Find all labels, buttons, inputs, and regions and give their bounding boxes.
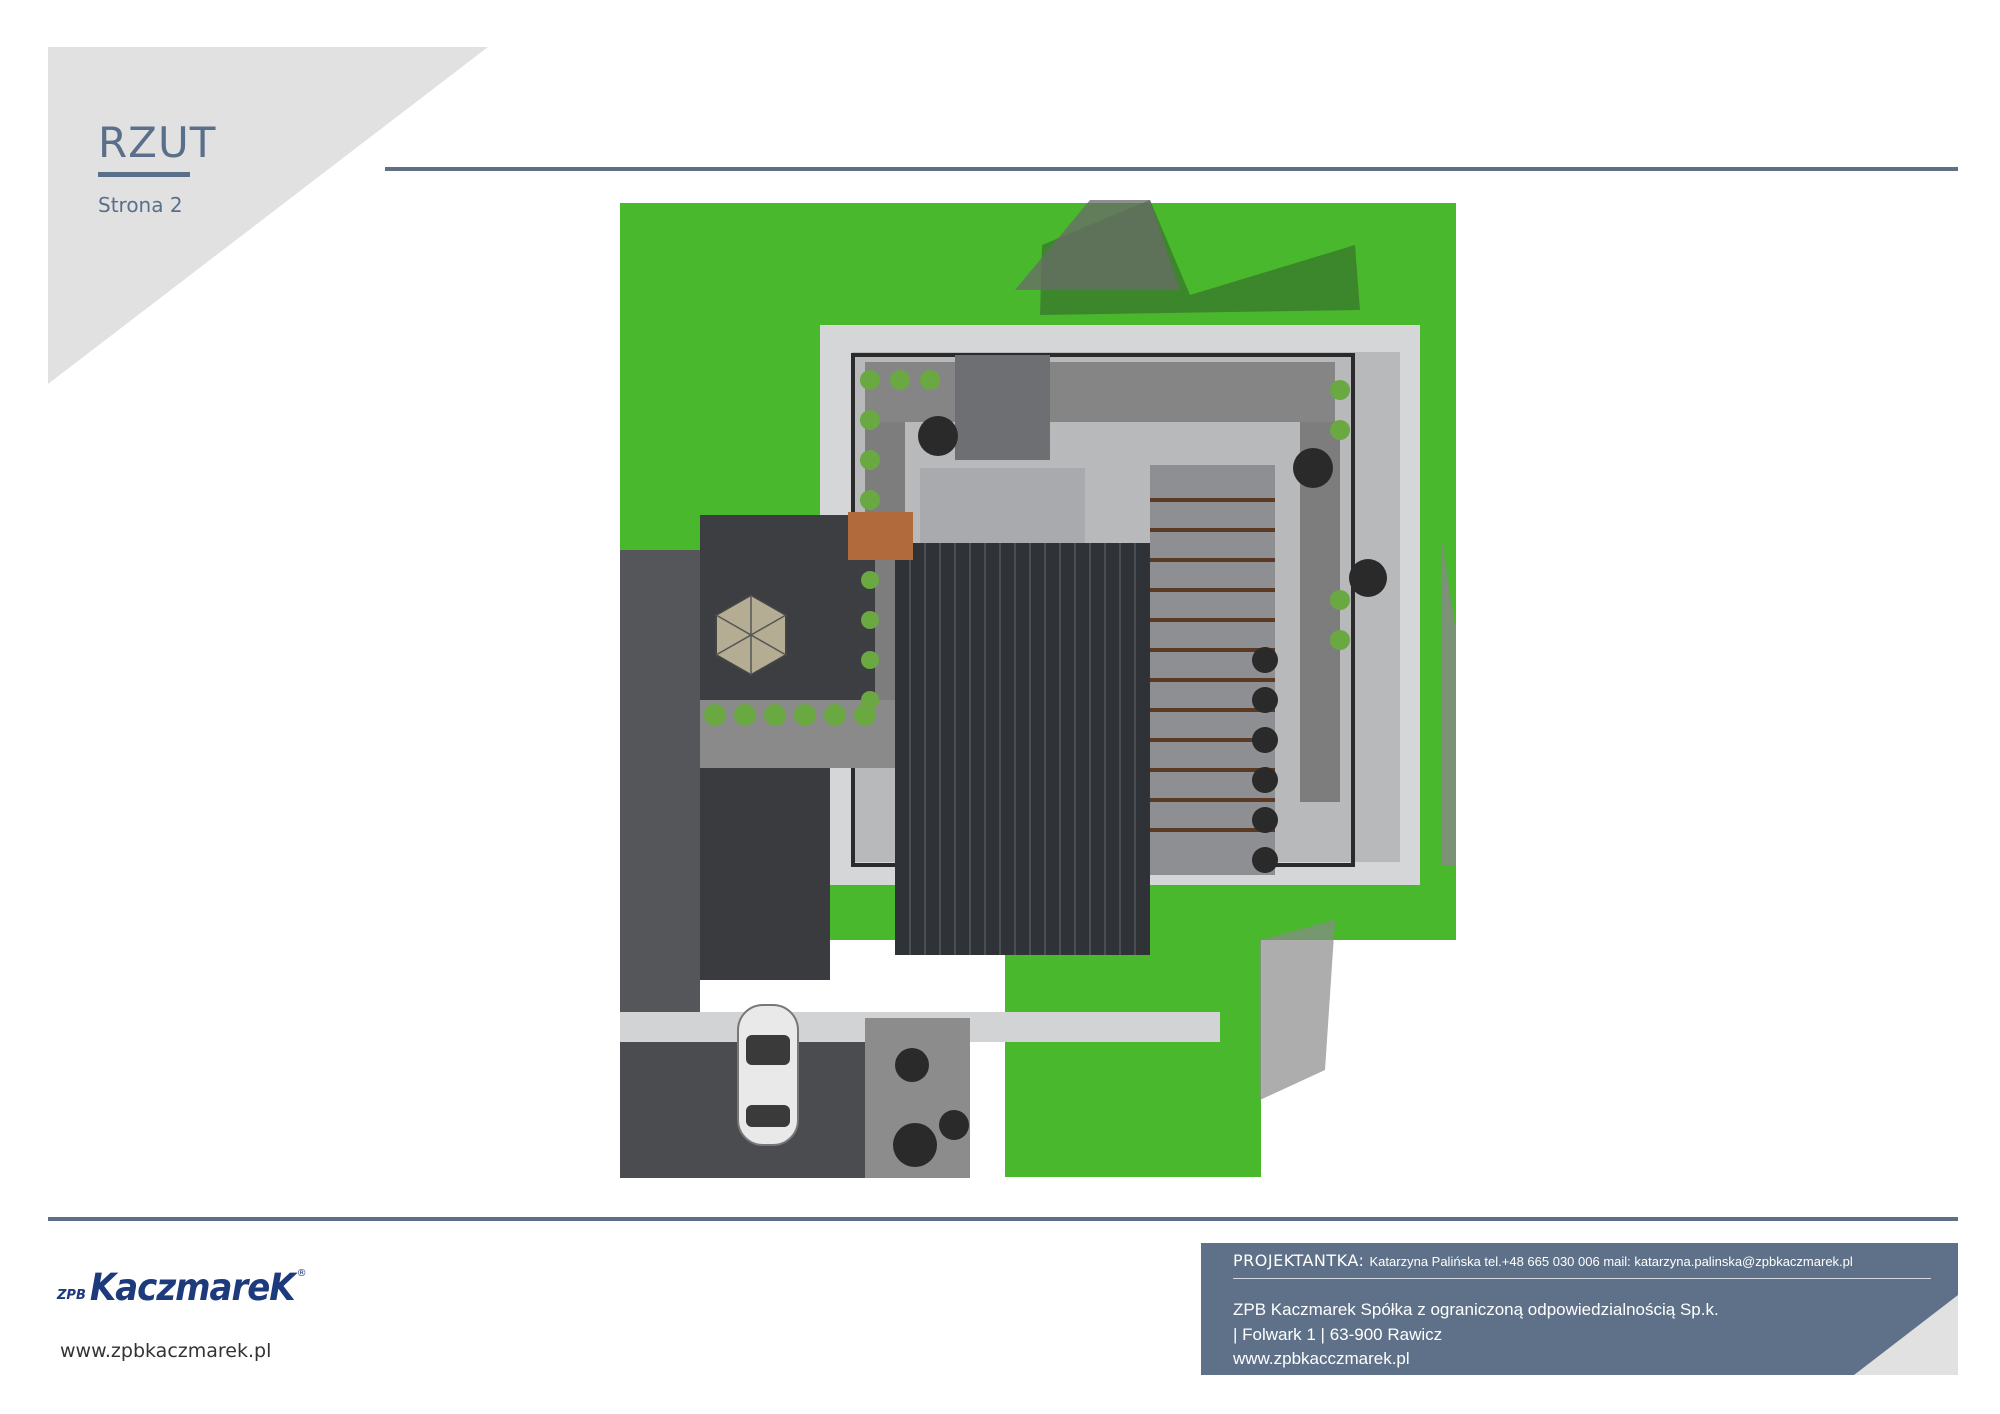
roof-shadow-wedge (1015, 200, 1180, 290)
pergola-terrace (1150, 465, 1275, 875)
page-title: RZUT (98, 118, 217, 167)
site-plan-drawing (620, 200, 1456, 1178)
stone-stairs (955, 355, 1050, 460)
info-box-corner (1854, 1295, 1958, 1375)
car (737, 1004, 799, 1146)
house-roof (895, 543, 1150, 955)
terrace-north (920, 468, 1085, 543)
designer-line: PROJEKTANTKA: Katarzyna Palińska tel.+48… (1233, 1251, 1853, 1270)
page-subtitle: Strona 2 (98, 193, 183, 217)
roof-ridges (909, 543, 1136, 955)
company-logo: ZPB KaczmareK ® (57, 1266, 307, 1310)
website-link[interactable]: www.zpbkaczmarek.pl (60, 1340, 272, 1362)
southeast-shadow (1260, 920, 1335, 1100)
logo-prefix: ZPB (57, 1288, 86, 1303)
logo-name: KaczmareK (89, 1266, 296, 1310)
parasol (715, 593, 787, 677)
corner-decoration (48, 47, 488, 384)
gravel-bed-north (865, 362, 1335, 422)
registered-mark: ® (296, 1268, 307, 1279)
designer-info-box: PROJEKTANTKA: Katarzyna Palińska tel.+48… (1201, 1243, 1958, 1375)
shrubs (704, 370, 1350, 726)
wood-step (848, 512, 913, 560)
top-divider (385, 167, 1958, 171)
info-divider (1233, 1278, 1931, 1279)
designer-contact: Katarzyna Palińska tel.+48 665 030 006 m… (1369, 1254, 1853, 1269)
company-address: | Folwark 1 | 63-900 Rawicz (1233, 1325, 1443, 1344)
company-name: ZPB Kaczmarek Spółka z ograniczoną odpow… (1233, 1300, 1719, 1319)
plants (893, 416, 1387, 1167)
title-underline (98, 172, 190, 177)
east-shadow (1442, 540, 1456, 865)
carport-area (700, 765, 830, 980)
lawn-bottom (1005, 940, 1261, 1177)
bottom-divider (48, 1217, 1958, 1221)
company-website[interactable]: www.zpbkacczmarek.pl (1233, 1349, 1410, 1368)
designer-label: PROJEKTANTKA: (1233, 1251, 1365, 1270)
